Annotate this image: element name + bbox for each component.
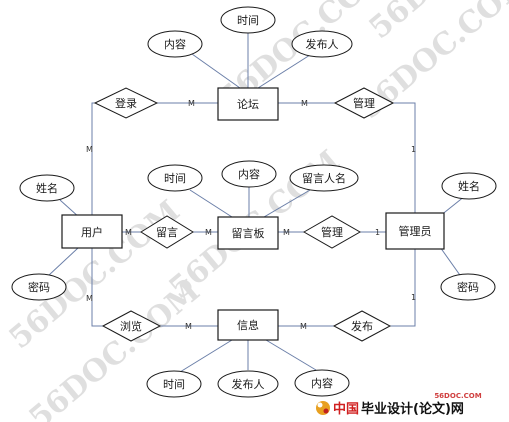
line-info-time bbox=[179, 339, 233, 373]
cardinality-admin-bottom: 1 bbox=[411, 293, 416, 302]
cardinality-board-user: M bbox=[205, 228, 212, 237]
relationship-publish-label: 发布 bbox=[351, 319, 373, 333]
attribute-board-content[interactable]: 内容 bbox=[221, 160, 277, 188]
attribute-info-content-label: 内容 bbox=[311, 376, 333, 390]
attribute-user-name-label: 姓名 bbox=[36, 181, 58, 195]
cardinality-admin-left: 1 bbox=[375, 228, 380, 237]
entity-admin[interactable]: 管理员 bbox=[385, 212, 445, 250]
line-user-password bbox=[47, 247, 79, 277]
cardinality-board-right: M bbox=[283, 228, 290, 237]
relationship-browse-label: 浏览 bbox=[120, 319, 142, 333]
attribute-board-time-label: 时间 bbox=[164, 172, 186, 185]
line-manage-admin bbox=[393, 102, 416, 213]
watermark-layer: 56DOC.COM 56DOC.COM 56DOC.COM 56DOC.COM … bbox=[3, 0, 509, 422]
brand-prefix: 中国 bbox=[333, 401, 359, 417]
attribute-forum-publisher[interactable]: 发布人 bbox=[291, 30, 353, 58]
attribute-info-time-label: 时间 bbox=[163, 378, 185, 391]
attribute-forum-content-label: 内容 bbox=[164, 37, 186, 51]
cardinality-user-bottom: M bbox=[86, 294, 93, 303]
cardinality-forum-right: M bbox=[301, 99, 308, 108]
brand-logo-icon bbox=[316, 401, 330, 415]
attribute-forum-publisher-label: 发布人 bbox=[306, 37, 339, 51]
cardinality-info-left: M bbox=[185, 322, 192, 331]
entity-admin-label: 管理员 bbox=[399, 224, 432, 238]
connector-lines bbox=[47, 32, 466, 373]
attribute-board-time[interactable]: 时间 bbox=[147, 164, 203, 192]
attribute-admin-password[interactable]: 密码 bbox=[440, 273, 496, 301]
entity-forum[interactable]: 论坛 bbox=[217, 87, 279, 121]
relationship-manage-forum-label: 管理 bbox=[353, 96, 375, 110]
attribute-user-password-label: 密码 bbox=[28, 280, 50, 294]
line-user-login bbox=[91, 102, 95, 215]
brand-main: 毕业设计(论文)网 bbox=[361, 401, 464, 417]
entity-user-label: 用户 bbox=[81, 225, 103, 239]
line-forum-publisher bbox=[257, 54, 311, 89]
attribute-admin-name[interactable]: 姓名 bbox=[441, 172, 497, 200]
line-info-content bbox=[265, 339, 317, 371]
line-user-browse bbox=[91, 248, 103, 327]
entity-user[interactable]: 用户 bbox=[61, 214, 123, 249]
attribute-forum-time-label: 时间 bbox=[237, 14, 259, 27]
entity-board[interactable]: 留言板 bbox=[217, 216, 279, 250]
site-brand[interactable]: 56DOC.COM 中国 毕业设计(论文)网 bbox=[316, 392, 482, 417]
attribute-forum-content[interactable]: 内容 bbox=[147, 30, 203, 58]
cardinality-admin-top: 1 bbox=[411, 145, 416, 154]
entity-forum-label: 论坛 bbox=[237, 97, 259, 111]
relationship-login-label: 登录 bbox=[115, 96, 137, 110]
attribute-user-name[interactable]: 姓名 bbox=[19, 174, 75, 202]
relationship-manage-board[interactable]: 管理 bbox=[302, 215, 362, 249]
attribute-admin-password-label: 密码 bbox=[457, 280, 479, 294]
line-publish-admin bbox=[390, 249, 416, 327]
attribute-info-content[interactable]: 内容 bbox=[294, 369, 350, 397]
relationship-login[interactable]: 登录 bbox=[93, 87, 159, 119]
attribute-forum-time[interactable]: 时间 bbox=[220, 6, 276, 34]
attribute-admin-name-label: 姓名 bbox=[458, 179, 480, 193]
attribute-info-publisher-label: 发布人 bbox=[232, 377, 265, 391]
relationship-browse[interactable]: 浏览 bbox=[101, 310, 162, 342]
cardinality-user-top: M bbox=[86, 145, 93, 154]
line-admin-password bbox=[439, 246, 463, 279]
attribute-user-password[interactable]: 密码 bbox=[11, 273, 67, 301]
entity-info-label: 信息 bbox=[237, 318, 259, 332]
cardinality-forum-left: M bbox=[188, 99, 195, 108]
line-forum-content bbox=[191, 53, 241, 89]
attribute-info-time[interactable]: 时间 bbox=[146, 370, 202, 398]
attribute-board-content-label: 内容 bbox=[238, 167, 260, 181]
attribute-board-author[interactable]: 留言人名 bbox=[289, 164, 359, 192]
relationship-leave-msg-label: 留言 bbox=[156, 226, 178, 239]
entity-board-label: 留言板 bbox=[232, 226, 265, 240]
cardinality-info-right: M bbox=[300, 322, 307, 331]
relationship-publish[interactable]: 发布 bbox=[332, 310, 392, 342]
brand-small-text: 56DOC.COM bbox=[434, 392, 481, 400]
attribute-board-author-label: 留言人名 bbox=[302, 171, 346, 185]
cardinality-user-board: M bbox=[125, 228, 132, 237]
attribute-info-publisher[interactable]: 发布人 bbox=[217, 370, 279, 398]
cardinality-labels: M M M 1 M M M 1 M M M 1 bbox=[86, 99, 416, 331]
line-board-author bbox=[263, 189, 311, 218]
relationship-manage-board-label: 管理 bbox=[321, 225, 343, 239]
line-board-time bbox=[189, 189, 233, 218]
relationship-leave-msg[interactable]: 留言 bbox=[140, 215, 194, 249]
entity-info[interactable]: 信息 bbox=[217, 309, 279, 341]
relationship-manage-forum[interactable]: 管理 bbox=[333, 87, 395, 119]
